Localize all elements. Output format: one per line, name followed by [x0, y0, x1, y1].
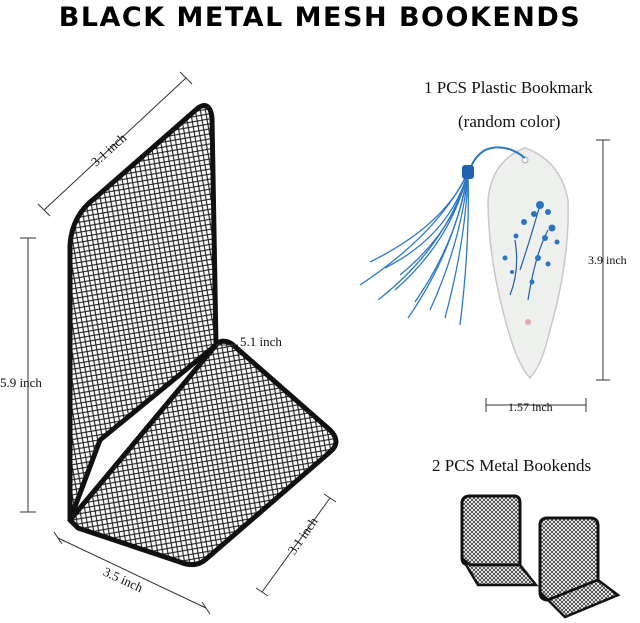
label-base-width: 5.1 inch: [240, 334, 282, 349]
bookmark-caption: 1 PCS Plastic Bookmark: [424, 78, 593, 97]
bookmark: [359, 146, 569, 380]
bookmark-width-label: 1.57 inch: [508, 400, 553, 414]
bookmark-dimension-lines: [485, 139, 610, 412]
bookend-main: [67, 103, 339, 568]
label-height: 5.9 inch: [0, 375, 42, 390]
page-title: BLACK METAL MESH BOOKENDS: [58, 2, 582, 33]
bookmark-height-label: 3.9 inch: [588, 253, 627, 267]
bookends-caption: 2 PCS Metal Bookends: [432, 456, 592, 475]
bookends-pair: [460, 494, 621, 619]
dimension-lines: [20, 71, 337, 615]
bookmark-color-note: (random color): [458, 112, 561, 131]
